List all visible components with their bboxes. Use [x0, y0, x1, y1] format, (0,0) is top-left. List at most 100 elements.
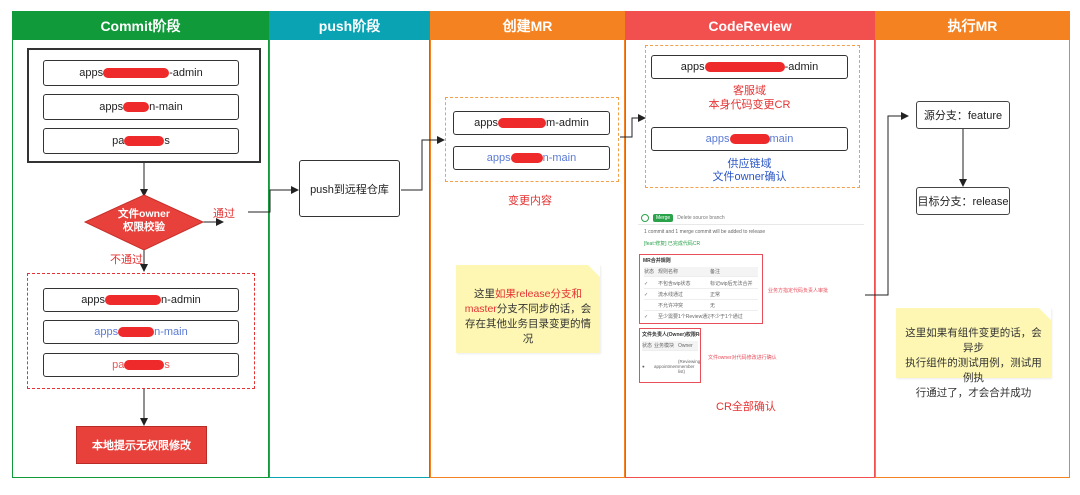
row-check-icon: ✓ [644, 313, 649, 320]
col-note: 备注 [710, 269, 721, 275]
table-row: ✓ 流水线通过 正常 [644, 290, 758, 300]
mr-sticky-note: 这里如果release分支和master分支不同步的话，会存在其他业务目录变更的… [456, 265, 600, 353]
owner-review-note: 文件owner对代码修改进行确认 [708, 355, 777, 361]
row-rule: 流水线通过 [658, 292, 684, 298]
status-line: [feat:修复] 已完成代码CR [644, 241, 701, 247]
decision-label: 文件owner 权限校验 [99, 208, 189, 234]
repo-prefix: apps [99, 101, 124, 113]
cr-domain-label-1: 客服域 本身代码变更CR [651, 84, 848, 112]
mr-change-caption: 变更内容 [508, 195, 552, 207]
repo-suffix: n-main [542, 152, 577, 164]
note-fold [588, 265, 600, 277]
repo-suffix: n-main [149, 101, 183, 113]
decision-line-2: 权限校验 [123, 221, 165, 233]
cr-repo-admin: apps -admin [651, 55, 848, 79]
arrow-push-to-mr [401, 136, 445, 191]
repo-suffix: m-admin [546, 117, 589, 129]
cr-domain-group [645, 45, 860, 188]
exec-note-line-2: 执行组件的测试用例，测试用例执 [905, 357, 1042, 384]
lane-create-mr: 创建MR [430, 11, 625, 478]
repo-prefix: apps [680, 61, 705, 73]
redaction-mark [105, 295, 162, 305]
cr-domain-1-line-1: 客服域 [733, 85, 766, 97]
lane-push: push阶段 [269, 11, 430, 478]
arrow-mr-to-cr [620, 114, 646, 138]
repo-prefix: apps [486, 152, 511, 164]
note-prefix: 这里 [474, 288, 496, 300]
repo-prefix: apps [81, 294, 106, 306]
merge-button: Merge [653, 213, 674, 222]
row-note: 无 [710, 303, 716, 309]
redaction-mark [124, 360, 165, 370]
col-status: 状态 [644, 269, 655, 275]
repo-prefix: apps [94, 326, 119, 338]
owner-review-title: 文件负责人(Owner)权限Review状态 [642, 332, 700, 338]
row-note: 标记wip后无法合并 [710, 281, 753, 287]
repo-suffix: main [769, 133, 794, 145]
note-fold [1039, 308, 1051, 320]
merge-rules-title: MR合并规则 [643, 258, 671, 264]
lane-title-exec-mr: 执行MR [876, 12, 1069, 40]
col-owner: Owner [678, 342, 693, 349]
merge-rules-header: 状态 规则名称 备注 [644, 267, 758, 277]
redaction-mark [498, 118, 547, 128]
row-rule: 至少需要1个Review通过 [658, 314, 710, 320]
col-status: 状态 [642, 343, 653, 349]
redaction-mark [118, 327, 155, 337]
source-branch-label: 源分支：feature [923, 110, 1003, 122]
table-row: ● appointment (Reviewing member list) [642, 353, 700, 379]
redaction-mark [729, 134, 770, 144]
lane-commit: Commit阶段 [12, 11, 269, 478]
commit-repo-admin: apps-admin [43, 60, 239, 86]
commit-repo-main: apps n-main [43, 94, 239, 120]
mr-change-group [445, 97, 619, 182]
cr-domain-1-line-2: 本身代码变更CR [708, 99, 791, 111]
arrow-pass-to-push [248, 186, 299, 213]
row-owner: (Reviewing member list) [678, 358, 701, 374]
lane-title-code-review: CodeReview [626, 12, 874, 40]
row-rule: 不包含wip状态 [658, 281, 691, 287]
row-check-icon: ✓ [644, 291, 649, 298]
arrow-cr-to-exec [865, 112, 909, 296]
merge-rules-note: 业务方指定代码负责人审批 [768, 288, 829, 294]
push-remote-box: push到远程仓库 [299, 160, 400, 217]
decision-line-1: 文件owner [118, 208, 170, 220]
lane-code-review: CodeReview [625, 11, 875, 478]
repo-suffix: -admin [169, 67, 203, 79]
redaction-mark [510, 153, 543, 163]
merge-rules-table: MR合并规则 状态 规则名称 备注 ✓ 不包含wip状态 标记wip后无法合并 … [639, 254, 763, 324]
col-rule: 规则名称 [658, 269, 679, 275]
owner-review-table: 文件负责人(Owner)权限Review状态 状态 业务模块 Owner ● a… [639, 328, 701, 383]
redaction-mark [123, 102, 150, 112]
check-icon [641, 213, 649, 222]
repo-prefix: pa [112, 359, 125, 371]
row-note: 不少于1个通过 [710, 314, 743, 320]
row-module: appointment [654, 363, 678, 369]
repo-prefix: pa [112, 135, 125, 147]
lane-title-commit: Commit阶段 [13, 12, 268, 40]
owner-review-header: 状态 业务模块 Owner [642, 341, 698, 351]
redaction-mark [704, 62, 785, 72]
mr-repo-main: apps n-main [453, 146, 610, 170]
table-row: ✓ 至少需要1个Review通过 不少于1个通过 [644, 312, 758, 321]
repo-suffix: -admin [784, 61, 819, 73]
col-module: 业务模块 [654, 343, 675, 349]
target-branch-label: 目标分支：release [917, 196, 1009, 208]
note-rest: 分支不同步的话，会存在其他业务目录变更的情况 [465, 303, 592, 345]
cr-domain-label-2: 供应链域 文件owner确认 [651, 158, 848, 184]
cr-domain-2-line-1: 供应链域 [727, 158, 772, 170]
delete-branch-option: Delete source branch [677, 214, 725, 221]
fail-label: 不通过 [110, 254, 143, 266]
permission-check-diamond [83, 194, 205, 251]
push-label: push到远程仓库 [310, 183, 389, 196]
result-label: 本地提示无权限修改 [92, 440, 191, 452]
exec-sticky-note: 这里如果有组件变更的话，会异步 执行组件的测试用例，测试用例执 行通过了，才会合… [896, 308, 1051, 399]
repo-prefix: apps [705, 133, 730, 145]
row-note: 正常 [710, 292, 721, 298]
row-status-icon: ● [642, 363, 645, 369]
redaction-mark [103, 68, 170, 78]
row-check-icon: ✓ [644, 280, 649, 287]
